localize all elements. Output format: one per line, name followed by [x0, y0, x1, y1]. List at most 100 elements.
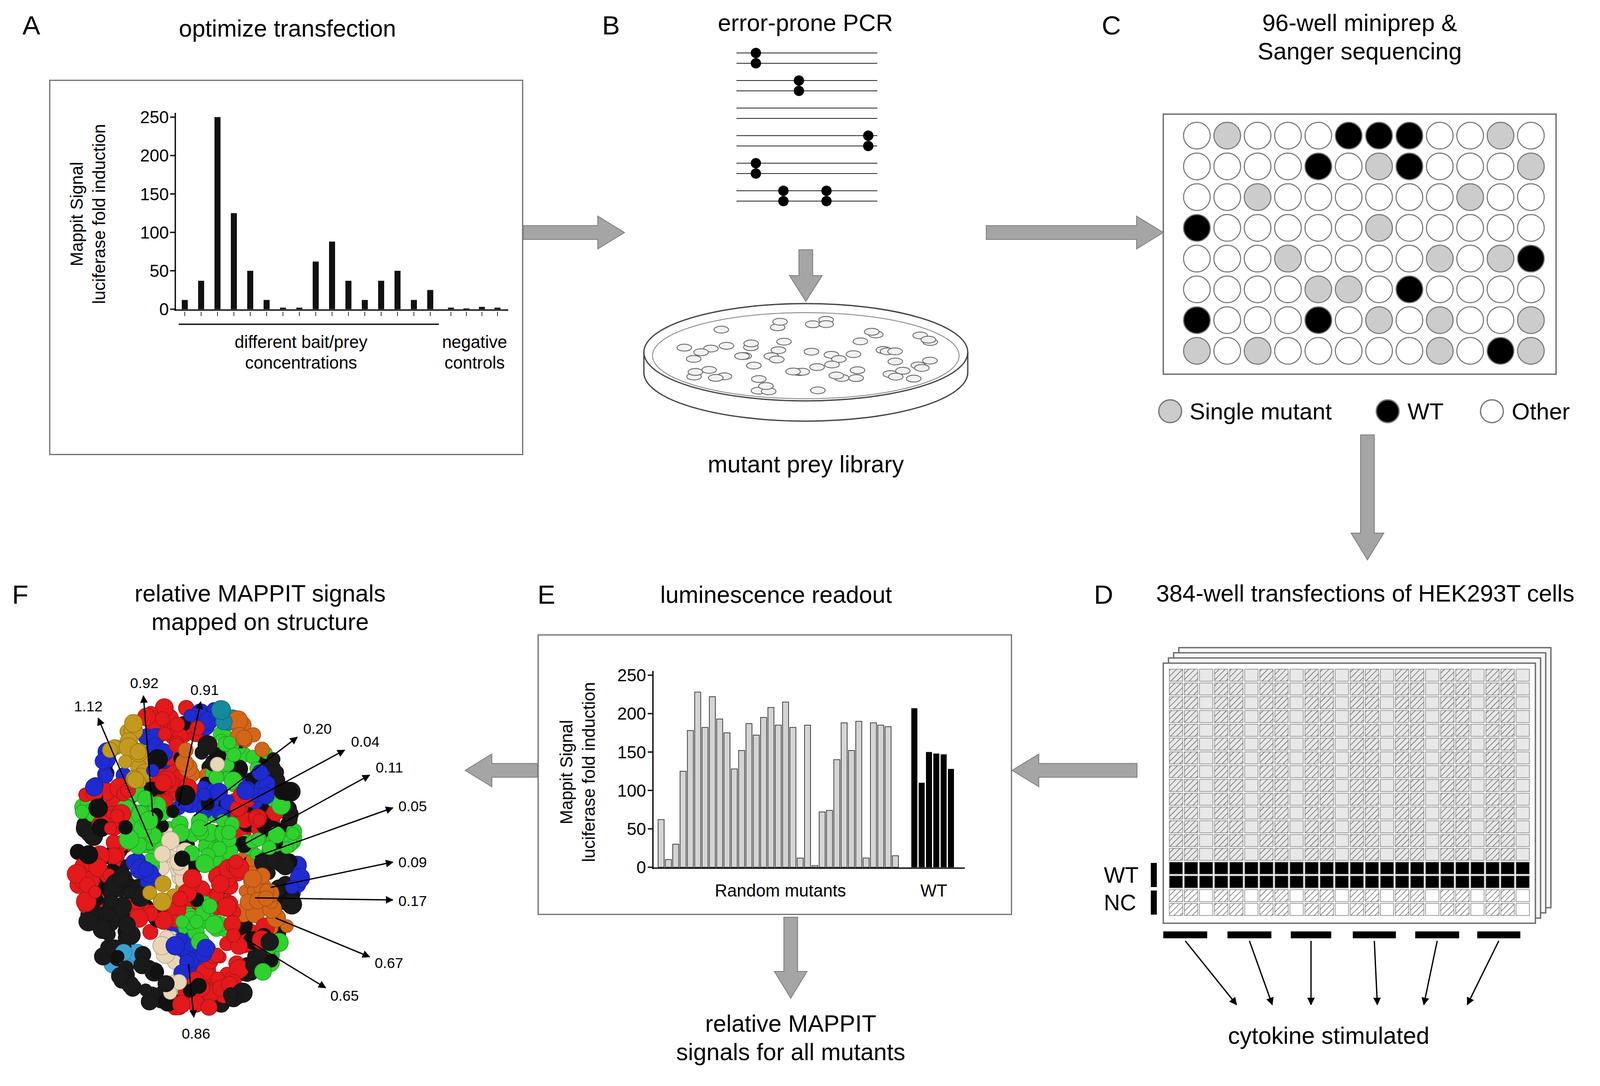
well: [1169, 724, 1183, 737]
dna-strand: [736, 90, 878, 92]
panel-heading: error-prone PCR: [624, 8, 987, 38]
well: [1410, 793, 1424, 806]
well-hatch: [1259, 820, 1274, 833]
well: [1259, 807, 1274, 820]
atom: [175, 785, 196, 806]
well: [1304, 793, 1319, 806]
well: [1229, 765, 1243, 778]
well-hatch: [1500, 820, 1515, 833]
well: [1440, 807, 1454, 820]
well: [1410, 779, 1424, 792]
well: [1184, 834, 1198, 847]
panel-heading: relative MAPPIT signals mapped on struct…: [122, 579, 398, 637]
group-bar: [1163, 931, 1208, 939]
well: [1244, 903, 1259, 916]
legend-label: WT: [1407, 397, 1444, 426]
leader-arrow: [254, 807, 393, 858]
flow-arrow: [789, 249, 823, 302]
well: [1229, 724, 1243, 737]
atom: [111, 950, 125, 964]
well-hatch: [1410, 751, 1424, 765]
well-hatch: [1455, 696, 1470, 709]
well-hatch: [1395, 889, 1409, 902]
well: [1229, 807, 1243, 820]
well: [1380, 683, 1394, 696]
atom: [78, 912, 98, 932]
well-hatch: [1440, 807, 1454, 820]
well-hatch: [1395, 724, 1409, 737]
well: [1395, 724, 1409, 737]
mutation-dot: [863, 140, 874, 152]
well: [1289, 807, 1304, 820]
well: [1455, 765, 1470, 778]
well-hatch: [1229, 751, 1243, 765]
well: [1335, 848, 1349, 861]
well: [1320, 683, 1334, 696]
well-hatch: [1395, 696, 1409, 709]
well: [1470, 765, 1485, 778]
pcr-strands: [736, 47, 878, 207]
flow-arrow: [1012, 754, 1138, 787]
row-marker: [1150, 863, 1157, 888]
well: [1214, 848, 1228, 861]
well-hatch: [1259, 779, 1274, 792]
well-hatch: [1395, 751, 1409, 765]
bar: [826, 810, 833, 868]
well-hatch: [1395, 807, 1409, 820]
well-hatch: [1485, 820, 1500, 833]
well-hatch: [1350, 889, 1364, 902]
well-hatch: [1184, 710, 1198, 723]
colony: [702, 366, 717, 374]
colony: [686, 355, 702, 363]
well: [1380, 779, 1394, 792]
well: [1350, 876, 1364, 889]
caption: relative MAPPIT signals for all mutants: [670, 1009, 912, 1067]
well: [1487, 183, 1514, 211]
atom: [189, 915, 204, 929]
well: [1304, 669, 1319, 682]
well: [1516, 903, 1530, 916]
group-bar: [1290, 931, 1332, 939]
well: [1455, 738, 1470, 751]
structure-panel: relative MAPPIT signals mapped on struct…: [17, 559, 466, 1077]
well: [1169, 669, 1183, 682]
well: [1485, 765, 1500, 778]
well: [1517, 306, 1545, 334]
well: [1244, 696, 1259, 709]
well-hatch: [1169, 903, 1183, 916]
well: [1274, 765, 1289, 778]
well: [1440, 848, 1454, 861]
well: [1487, 276, 1514, 303]
bar: [947, 769, 954, 868]
atom: [165, 936, 185, 956]
well-hatch: [1214, 751, 1228, 765]
well: [1274, 724, 1289, 737]
bar: [345, 280, 352, 310]
plate-outline: [1163, 114, 1557, 375]
well: [1517, 337, 1545, 365]
plate-384-stack: [1150, 647, 1551, 1005]
callout-number: 0.92: [128, 674, 161, 693]
well: [1169, 848, 1183, 861]
well: [1410, 862, 1424, 875]
colony: [853, 338, 868, 345]
atom: [104, 894, 119, 909]
bar: [855, 721, 862, 868]
well-hatch: [1214, 834, 1228, 847]
well: [1500, 889, 1515, 902]
well-hatch: [1500, 903, 1515, 916]
flow-arrow: [986, 216, 1164, 249]
well-hatch: [1184, 903, 1198, 916]
well-hatch: [1320, 807, 1334, 820]
well: [1516, 724, 1530, 737]
well: [1455, 669, 1470, 682]
well: [1304, 696, 1319, 709]
well: [1455, 848, 1470, 861]
well: [1214, 889, 1228, 902]
well-hatch: [1259, 793, 1274, 806]
well-hatch: [1274, 820, 1289, 833]
well-hatch: [1500, 889, 1515, 902]
group-bar: [1352, 931, 1396, 939]
well-hatch: [1440, 848, 1454, 861]
leader-arrow: [275, 918, 370, 957]
